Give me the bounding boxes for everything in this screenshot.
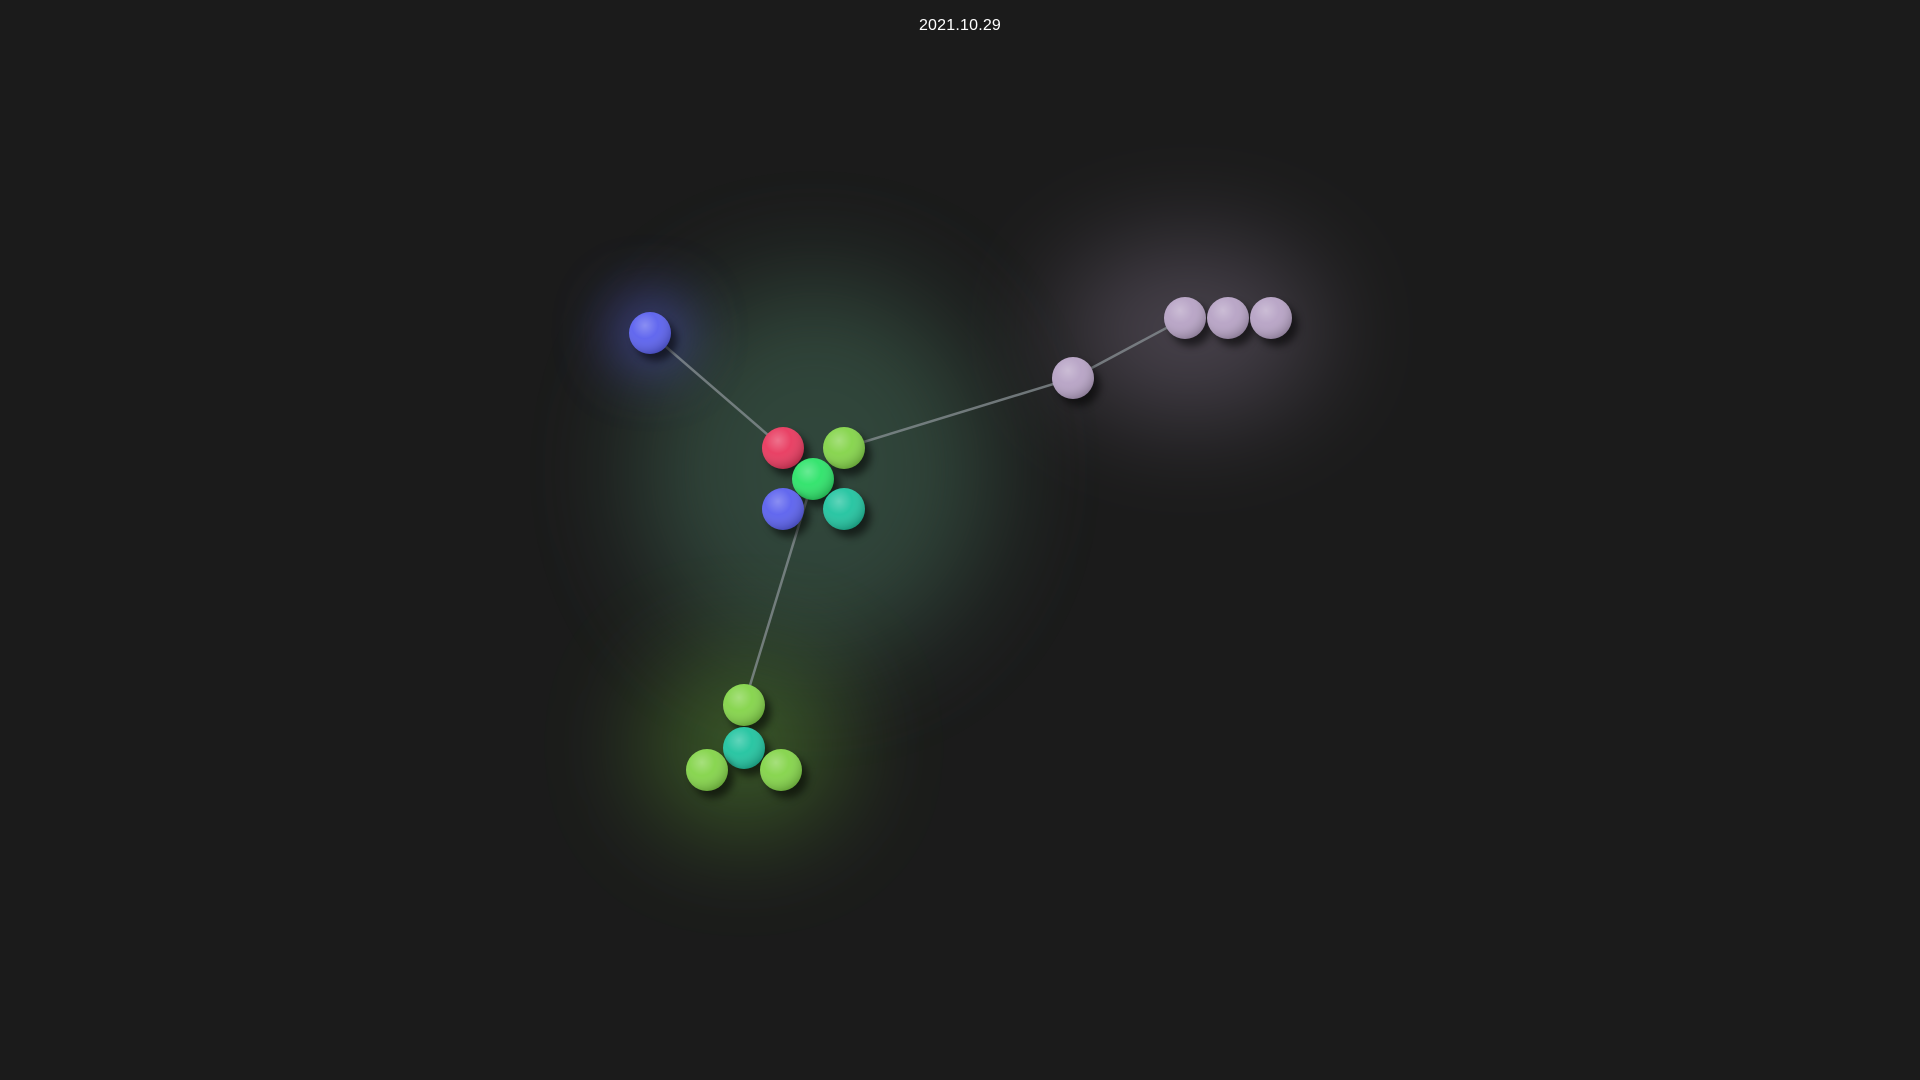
graph-link	[1072, 316, 1186, 380]
graph-node-lavender-3[interactable]	[1250, 297, 1298, 346]
graph-node-green-left[interactable]	[686, 749, 734, 798]
node-highlight	[762, 488, 804, 530]
graph-node-green-top[interactable]	[723, 684, 771, 733]
node-highlight	[686, 749, 728, 791]
node-highlight	[629, 312, 671, 354]
node-highlight	[760, 749, 802, 791]
graph-node-center-lime[interactable]	[823, 427, 871, 476]
graph-node-green-right[interactable]	[760, 749, 808, 798]
graph-node-lavender-hub[interactable]	[1052, 357, 1100, 406]
graph-node-lavender-1[interactable]	[1164, 297, 1212, 346]
node-highlight	[1207, 297, 1249, 339]
node-layer	[629, 297, 1298, 798]
node-highlight	[723, 727, 765, 769]
graph-node-lavender-2[interactable]	[1207, 297, 1255, 346]
node-highlight	[723, 684, 765, 726]
node-highlight	[1052, 357, 1094, 399]
node-highlight	[792, 458, 834, 500]
graph-node-center-teal[interactable]	[823, 488, 871, 537]
node-highlight	[823, 488, 865, 530]
node-highlight	[762, 427, 804, 469]
node-highlight	[1164, 297, 1206, 339]
node-highlight	[823, 427, 865, 469]
node-highlight	[1250, 297, 1292, 339]
graph-node-center-blue[interactable]	[762, 488, 810, 537]
date-label: 2021.10.29	[918, 17, 1002, 34]
graph-node-center-green[interactable]	[792, 458, 840, 507]
graph-link	[843, 376, 1074, 450]
graph-node-blue-hub[interactable]	[629, 312, 677, 361]
